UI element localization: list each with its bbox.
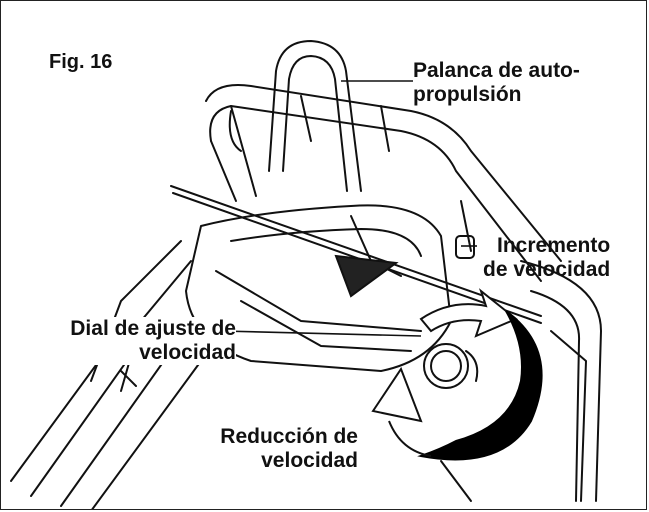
lever-callout: Palanca de auto- propulsión: [413, 59, 580, 107]
self-propel-lever: [268, 40, 362, 192]
upper-handle-bar: [205, 84, 562, 262]
dial-callout-line1: Dial de ajuste de: [70, 317, 236, 341]
figure-label: Fig. 16: [49, 51, 113, 73]
decrease-callout: Reducción de velocidad: [213, 425, 358, 473]
increase-callout: Incremento de velocidad: [483, 234, 610, 282]
decrease-callout-line2: velocidad: [261, 449, 358, 472]
dial-callout: Dial de ajuste de velocidad: [31, 317, 236, 365]
lever-callout-line1: Palanca de auto-: [413, 59, 580, 82]
control-rod: [170, 185, 542, 317]
dial-leader-line: [220, 330, 422, 337]
decrease-arrow-icon: [417, 310, 543, 461]
grip-pad: [334, 254, 399, 298]
increase-callout-line1: Incremento: [497, 234, 611, 257]
dial-callout-line2: velocidad: [31, 341, 236, 365]
speed-dial-knob: [423, 343, 469, 389]
increase-callout-line2: de velocidad: [483, 258, 611, 281]
decrease-callout-line1: Reducción de: [220, 425, 358, 448]
lever-callout-line2: propulsión: [413, 83, 522, 106]
